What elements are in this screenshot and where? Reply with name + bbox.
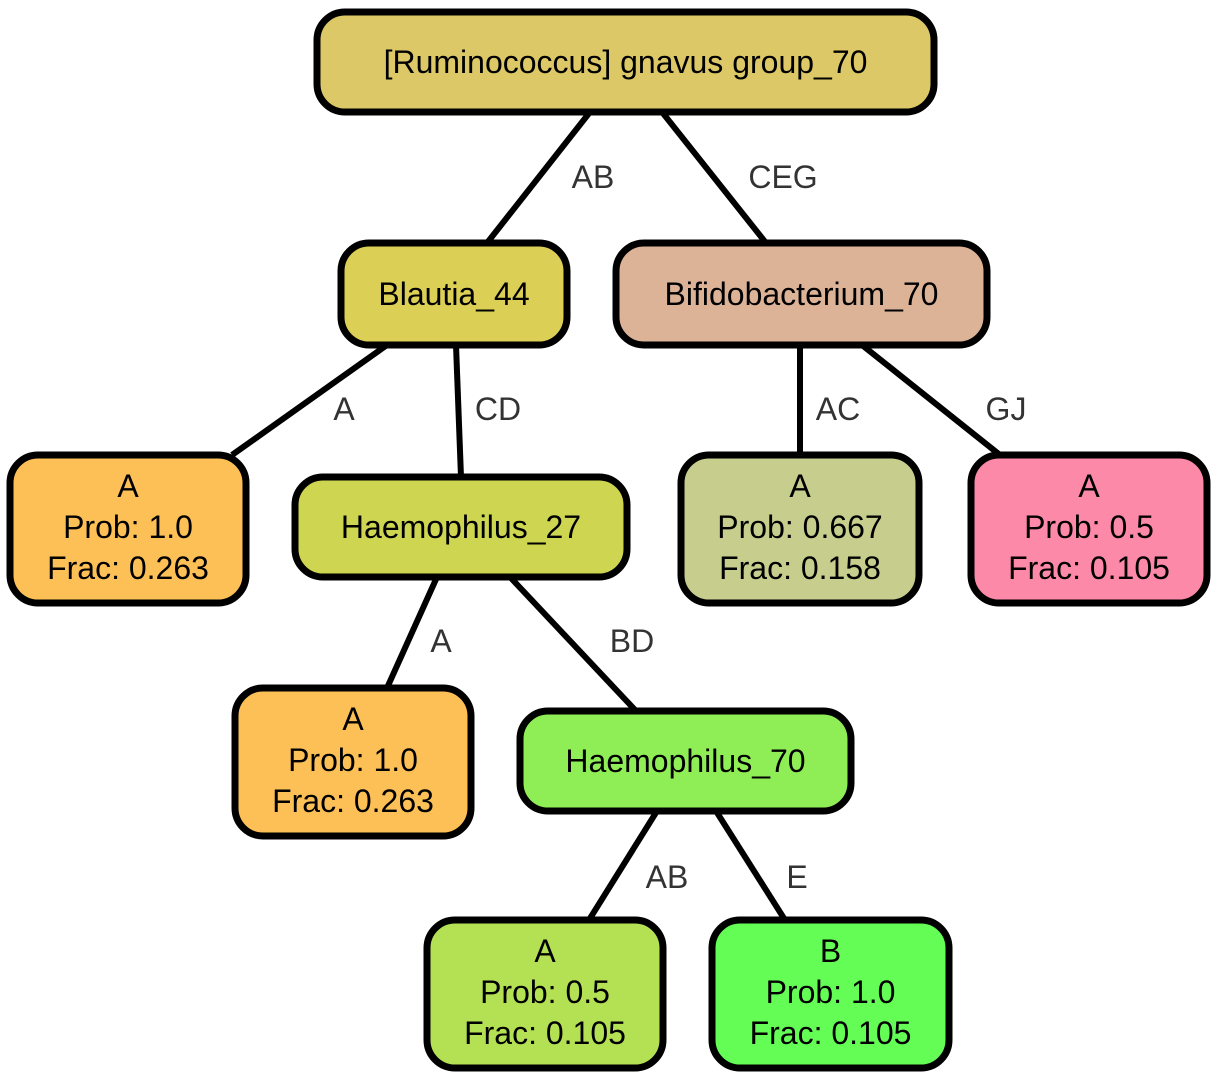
node-prob-label: Prob: 0.5 [480, 974, 610, 1010]
node-prob-label: Prob: 1.0 [63, 509, 193, 545]
node-box [313, 8, 938, 116]
edge-label: CD [475, 391, 521, 427]
node-box [337, 239, 571, 349]
edge-haemo70-leaf_ab [586, 809, 660, 922]
edge-label: BD [610, 623, 654, 659]
node-box [516, 707, 855, 815]
node-class-label: A [534, 933, 556, 969]
edge-label: E [786, 859, 807, 895]
node-prob-label: Prob: 1.0 [766, 974, 896, 1010]
node-box [708, 916, 953, 1072]
bifidobacterium-node: Bifidobacterium_70 [612, 239, 991, 349]
node-class-label: B [820, 933, 841, 969]
edge-root-blautia [484, 110, 593, 245]
edge-label: A [333, 391, 355, 427]
haemophilus-27-node: Haemophilus_27 [291, 473, 631, 581]
node-frac-label: Frac: 0.263 [47, 550, 209, 586]
edge-haemo27-leaf2 [384, 575, 440, 690]
root-node: [Ruminococcus] gnavus group_70 [313, 8, 938, 116]
node-frac-label: Frac: 0.105 [1008, 550, 1170, 586]
edge-bifido-leaf_gj [860, 342, 1002, 458]
edge-label: A [430, 623, 452, 659]
edges-layer: AB CEG A CD AC GJ A BD AB E [230, 110, 1027, 922]
node-title: Bifidobacterium_70 [665, 276, 939, 312]
node-box [967, 451, 1211, 607]
node-box [291, 473, 631, 581]
node-frac-label: Frac: 0.263 [272, 783, 434, 819]
edge-label: AC [816, 391, 860, 427]
node-title: Haemophilus_27 [341, 509, 581, 545]
node-box [677, 451, 923, 607]
node-frac-label: Frac: 0.158 [719, 550, 881, 586]
node-title: Haemophilus_70 [565, 743, 805, 779]
haemophilus-70-node: Haemophilus_70 [516, 707, 855, 815]
node-class-label: A [789, 468, 811, 504]
edge-label: AB [572, 159, 615, 195]
edge-root-bifido [659, 110, 769, 245]
edge-label: GJ [986, 391, 1027, 427]
edge-blautia-haemo27 [453, 344, 464, 478]
node-class-label: A [117, 468, 139, 504]
edge-haemo27-haemo70 [507, 574, 639, 714]
edge-haemo70-leaf_e [713, 809, 788, 922]
node-box [423, 916, 667, 1072]
blautia-node: Blautia_44 [337, 239, 571, 349]
edge-label: AB [646, 859, 689, 895]
edge-blautia-leaf1 [230, 342, 389, 458]
node-title: [Ruminococcus] gnavus group_70 [384, 44, 868, 80]
edge-label: CEG [748, 159, 817, 195]
node-class-label: A [1078, 468, 1100, 504]
node-title: Blautia_44 [378, 276, 529, 312]
node-class-label: A [342, 701, 364, 737]
node-frac-label: Frac: 0.105 [464, 1015, 626, 1051]
node-prob-label: Prob: 1.0 [288, 742, 418, 778]
nodes-layer: [Ruminococcus] gnavus group_70Blautia_44… [6, 8, 1211, 1072]
node-prob-label: Prob: 0.5 [1024, 509, 1154, 545]
node-box [231, 684, 475, 840]
node-frac-label: Frac: 0.105 [750, 1015, 912, 1051]
node-box [612, 239, 991, 349]
node-box [6, 451, 250, 607]
node-prob-label: Prob: 0.667 [717, 509, 882, 545]
